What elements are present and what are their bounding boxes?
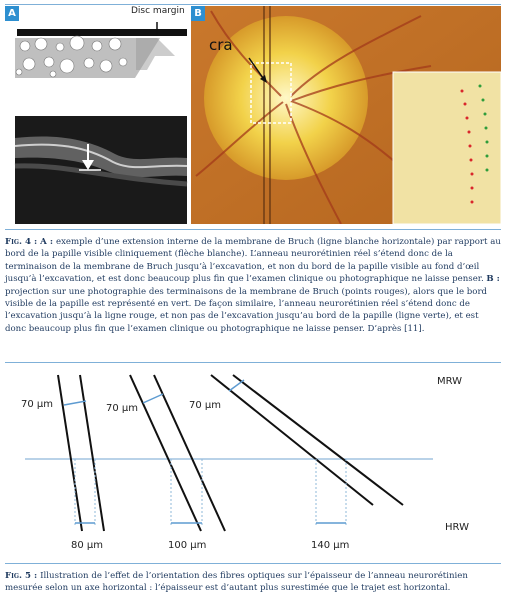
figure4-caption-rule bbox=[5, 229, 501, 230]
cra-label: cra bbox=[209, 36, 233, 54]
cra-arrow-shaft bbox=[248, 57, 264, 79]
caption-a-label: A : bbox=[40, 237, 56, 247]
panel-a-diagram bbox=[14, 22, 188, 224]
figure5-caption-label: Fig. 5 : bbox=[5, 571, 41, 581]
optic-disc bbox=[204, 16, 368, 180]
cra-arrow-icon bbox=[260, 75, 267, 83]
fiber-lines bbox=[57, 374, 404, 532]
caption-b-text: projection sur une photographie des term… bbox=[5, 286, 488, 334]
disc-margin-label: Disc margin bbox=[131, 6, 185, 16]
fundus-photo bbox=[191, 6, 501, 224]
figure5-caption-rule bbox=[5, 563, 501, 564]
cell-circles bbox=[15, 35, 128, 78]
mrw-value-2: 70 µm bbox=[106, 403, 139, 414]
hrw-value-3: 140 µm bbox=[311, 540, 350, 551]
cra-dashed-box bbox=[250, 62, 292, 124]
mrw-markers bbox=[63, 379, 245, 406]
figure5-caption: Fig. 5 : Illustration de l’effet de l’or… bbox=[5, 570, 501, 595]
figure5-top-rule bbox=[5, 362, 501, 363]
hrw-guides bbox=[74, 459, 347, 525]
figure4-caption: Fig. 4 : A : exemple d’une extension int… bbox=[5, 236, 501, 335]
figure5-diagram: MRW HRW 70 µm 70 µm 70 µm 80 µm 100 µm 1… bbox=[5, 363, 501, 557]
mrw-value-1: 70 µm bbox=[21, 399, 54, 410]
hrw-value-2: 100 µm bbox=[168, 540, 207, 551]
figure4-top-rule bbox=[5, 4, 501, 5]
figure4-panel-b: B cra bbox=[191, 6, 501, 224]
hrw-label: HRW bbox=[445, 522, 469, 533]
figure4-caption-label: Fig. 4 : bbox=[5, 237, 41, 247]
figure4-panel-a: A Disc margin bbox=[5, 6, 190, 224]
bruch-membrane-bar bbox=[17, 29, 187, 36]
mrw-value-3: 70 µm bbox=[189, 400, 222, 411]
panel-a-label: A bbox=[5, 6, 19, 21]
caption-a-text: exemple d’une extension interne de la me… bbox=[5, 237, 501, 285]
figure5-caption-text: Illustration de l’effet de l’orientation… bbox=[5, 571, 468, 594]
green-dots bbox=[478, 84, 489, 172]
fiber-orientation-diagram bbox=[25, 374, 433, 532]
red-dots bbox=[460, 89, 474, 204]
caption-b-label: B : bbox=[486, 274, 500, 285]
retinal-vessels bbox=[195, 10, 432, 224]
hrw-value-1: 80 µm bbox=[71, 540, 104, 551]
inset-panel bbox=[392, 71, 501, 224]
tissue-edge-shade bbox=[136, 38, 175, 70]
panel-b-label: B bbox=[191, 6, 205, 21]
white-arrow-icon bbox=[82, 160, 94, 170]
mrw-label: MRW bbox=[437, 376, 463, 387]
